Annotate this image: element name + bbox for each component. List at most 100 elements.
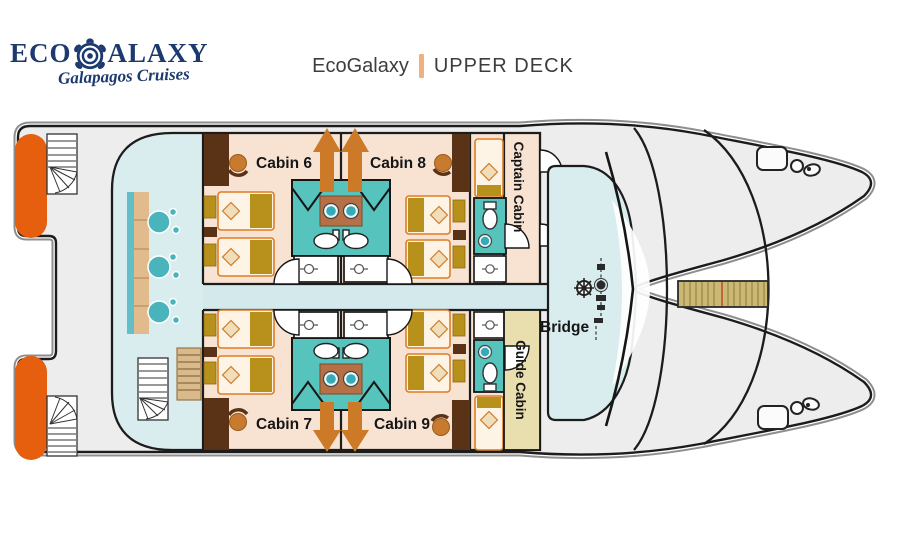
bathrooms-bottom [291, 311, 391, 411]
toilet-icon [482, 201, 498, 230]
sink-icon [477, 233, 493, 249]
logo-wordmark: ECO ALAXY [10, 36, 220, 70]
bed [474, 138, 504, 198]
bed [405, 309, 451, 349]
wardrobe [452, 134, 470, 192]
guide-cabin [473, 309, 541, 451]
cleat-icon [790, 401, 804, 415]
bathrooms-top [291, 179, 391, 283]
shower-stall [473, 311, 507, 339]
bridge-windshield-line [604, 151, 635, 427]
side-table [204, 227, 217, 237]
page-title: EcoGalaxy UPPER DECK [0, 54, 886, 78]
bed [217, 355, 275, 395]
ecogalaxy-logo: ECO ALAXY Galapagos Cruises [10, 36, 220, 88]
hatch-icon [756, 146, 788, 171]
sink-icon [322, 370, 360, 388]
logo-text-post: ALAXY [107, 37, 209, 68]
cabin-9-label: Cabin 9 [374, 416, 430, 433]
side-table [453, 344, 466, 354]
chair-icon [430, 414, 450, 436]
captain-cabin-label: Captain Cabin [511, 142, 526, 233]
table-icon [147, 300, 171, 324]
bed [217, 237, 275, 277]
title-separator-bar [418, 54, 424, 78]
cabin-7 [203, 309, 275, 450]
bridge [546, 151, 650, 427]
guide-cabin-strip [503, 309, 541, 451]
lounge-tables [147, 207, 181, 325]
bow-fittings-bottom [757, 397, 820, 430]
cabin-6-label: Cabin 6 [256, 155, 312, 172]
cabin-9 [405, 309, 470, 450]
turtle-spiral-icon [73, 38, 106, 70]
door-arc [386, 258, 413, 285]
nightstand [452, 245, 466, 269]
stern-staircase-bottom [46, 395, 78, 457]
title-deck-name: UPPER DECK [433, 54, 574, 77]
corridor [203, 282, 568, 312]
arrow-up-icon [341, 128, 369, 192]
toilet-icon [313, 342, 369, 360]
bed [405, 195, 451, 235]
captain-cabin [473, 138, 507, 283]
shower-stalls [293, 255, 389, 283]
toilet-icon [482, 362, 498, 392]
bow-crosswalk [677, 280, 769, 308]
chair-icon [227, 408, 249, 431]
door-arc [273, 258, 300, 285]
shower-stalls [293, 311, 389, 339]
door-arc [273, 309, 300, 336]
stern-staircase-top [46, 133, 78, 195]
bed [405, 239, 451, 279]
chair-icon [432, 154, 452, 176]
lounge [127, 192, 202, 421]
toilet-icon [313, 229, 369, 250]
guide-cabin-label: Guide Cabin [513, 340, 528, 420]
cabin-8 [405, 134, 470, 279]
bed [217, 191, 275, 231]
nightstand [203, 195, 217, 219]
stern-pads [15, 134, 47, 460]
stern-pad-bottom [15, 356, 47, 460]
door-arc [386, 309, 413, 336]
cleat-icon [790, 159, 804, 173]
nightstand [452, 199, 466, 223]
wardrobe [452, 400, 470, 450]
bow-fittings-top [756, 146, 821, 177]
bench-backrest [127, 192, 134, 334]
chair-icon [227, 154, 249, 177]
logo-text-pre: ECO [10, 37, 72, 68]
bed [405, 353, 451, 393]
cleat-icon [803, 163, 821, 177]
bow-inner-curve-left [633, 127, 669, 451]
door-arc [504, 345, 530, 371]
table-icon [147, 255, 171, 279]
helm-console-icons [594, 258, 608, 342]
side-table [204, 347, 217, 357]
nightstand [203, 361, 217, 385]
nightstand [203, 243, 217, 267]
shower-stall [473, 255, 507, 283]
title-brand: EcoGalaxy [312, 54, 409, 77]
sink-icon [477, 344, 493, 360]
lounge-staircase [137, 357, 169, 421]
nightstand [452, 313, 466, 337]
bench-seat [134, 192, 149, 334]
folding-door-lines [291, 187, 391, 212]
folding-door-lines [291, 380, 391, 405]
wardrobe [204, 134, 229, 186]
cleat-icon [802, 397, 820, 411]
bridge-label: Bridge [540, 319, 589, 336]
nightstand [203, 313, 217, 337]
cabin-8-label: Cabin 8 [370, 155, 426, 172]
lounge-ladder [176, 347, 202, 401]
arrow-up-icon [313, 128, 341, 192]
cabin-7-label: Cabin 7 [256, 416, 312, 433]
bed [474, 395, 504, 451]
arrow-down-icon [313, 402, 341, 452]
stern-pad-top [15, 134, 47, 238]
table-icon [147, 210, 171, 234]
